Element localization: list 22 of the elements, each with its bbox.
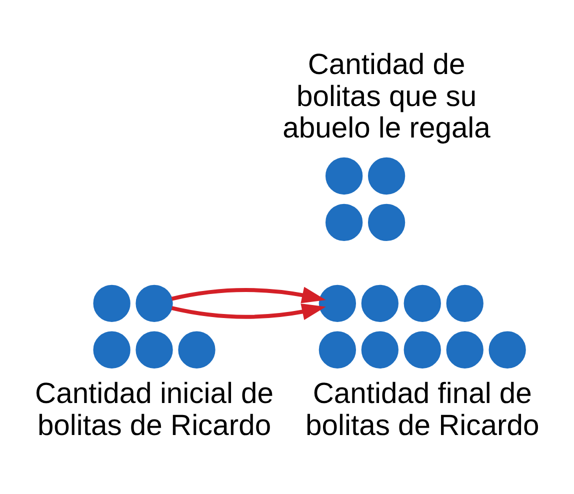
node-circle [136, 284, 173, 322]
node-circle [136, 331, 173, 368]
node-circle [326, 204, 363, 242]
node-circle [361, 284, 398, 322]
node-text: Cantidad de bolitas que su abuelo le regala [282, 48, 490, 145]
node-circle [93, 284, 130, 322]
node-circle [488, 331, 526, 368]
node-circle [326, 157, 363, 195]
node-circle [404, 284, 441, 322]
node-text: Cantidad final de bolitas de Ricardo [306, 378, 540, 442]
node-circle [361, 331, 398, 368]
node-circle [446, 331, 484, 368]
node-circle [318, 284, 356, 322]
arrow [171, 286, 326, 320]
node-circle [93, 331, 130, 368]
node-text: Cantidad inicial de bolitas de Ricardo [35, 378, 274, 442]
node-circle [446, 284, 484, 322]
node-circle [178, 331, 216, 368]
node-circle [368, 204, 406, 242]
node-circle [404, 331, 441, 368]
node-circle [318, 331, 356, 368]
node-circle [368, 157, 406, 195]
